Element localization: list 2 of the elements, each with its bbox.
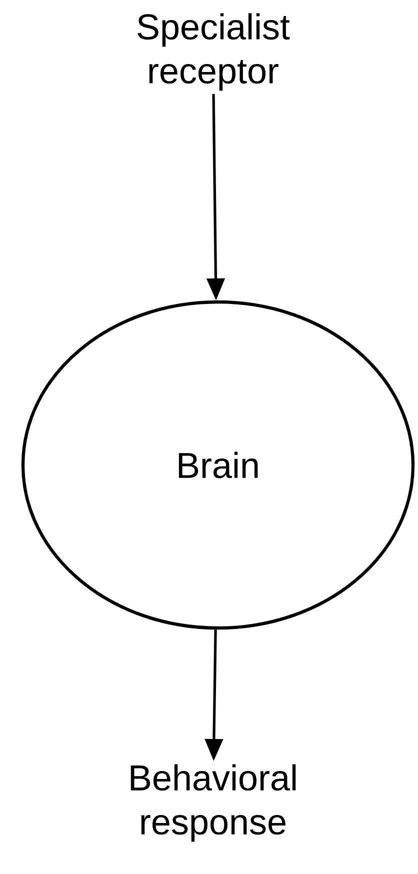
text-label: Behavioral response bbox=[130, 764, 296, 842]
text-label: Specialist receptor bbox=[138, 13, 290, 91]
